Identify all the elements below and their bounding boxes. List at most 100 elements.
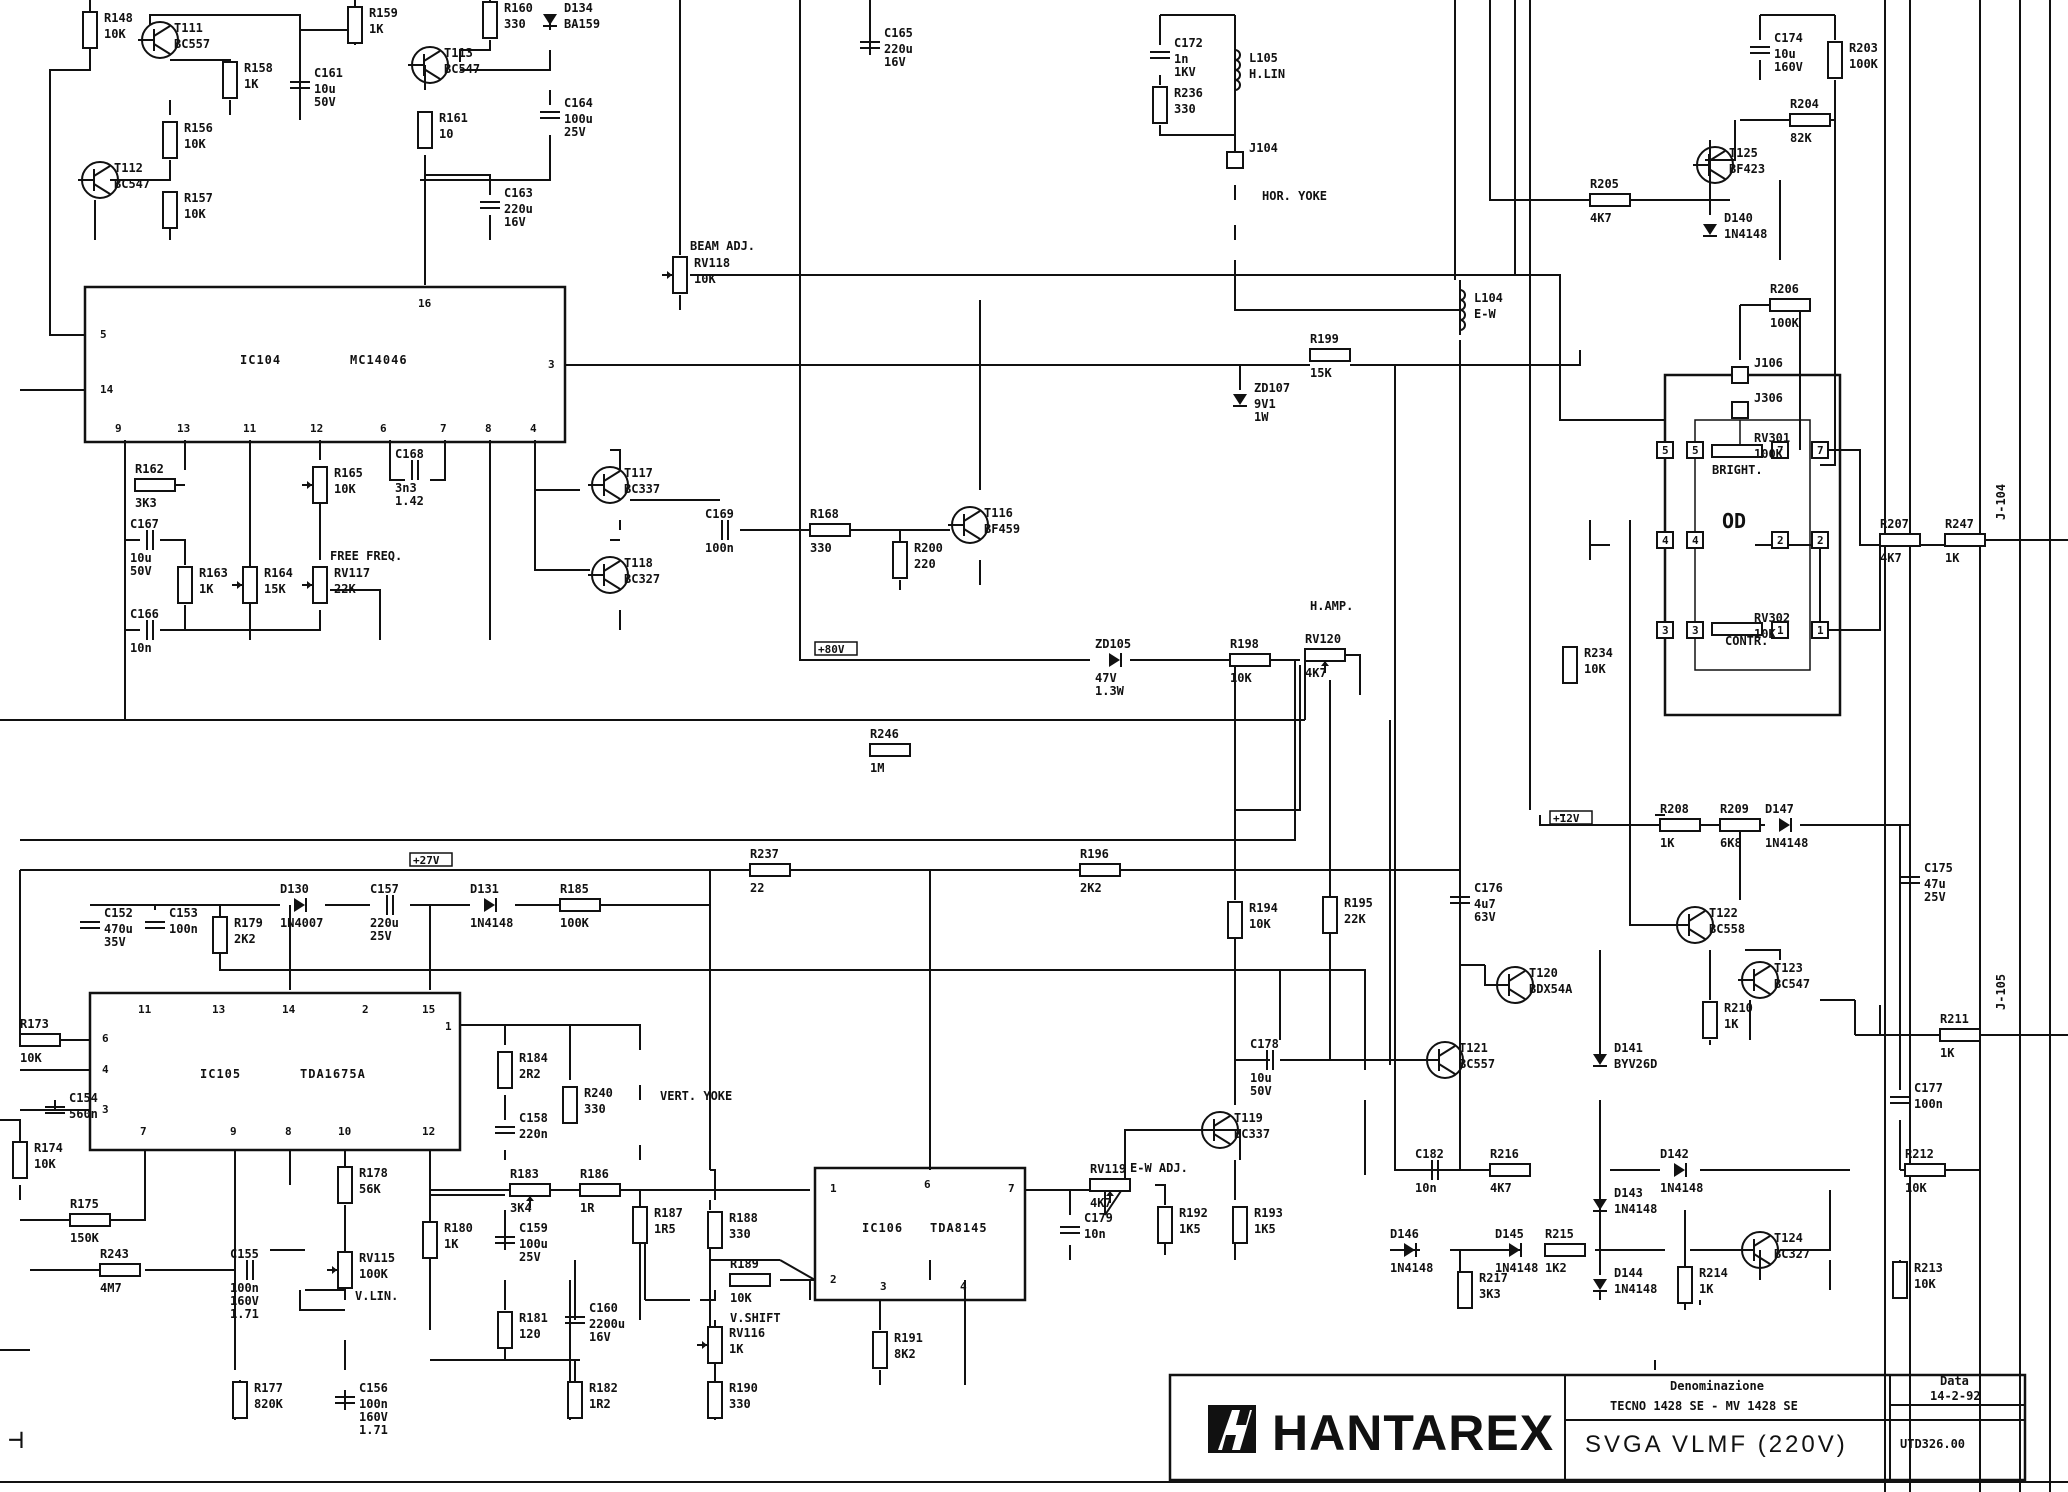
component-value: BYV26D — [1614, 1057, 1657, 1071]
ic104-pin: 7 — [440, 422, 447, 435]
date-label: Data — [1940, 1374, 1969, 1388]
component-value: 10K — [34, 1157, 56, 1171]
component-ref: C172 — [1174, 36, 1203, 50]
component-ref: R157 — [184, 191, 213, 205]
component-value: 10K — [1754, 627, 1776, 641]
component-ref: C157 — [370, 882, 399, 896]
component-ref: R156 — [184, 121, 213, 135]
component-value: 100K — [1849, 57, 1879, 71]
component-value: 2200u — [589, 1317, 625, 1331]
date-value: 14-2-92 — [1930, 1389, 1981, 1403]
component-ref: C169 — [705, 507, 734, 521]
component-ref: ZD105 — [1095, 637, 1131, 651]
component-value: 47u — [1924, 877, 1946, 891]
ic106: IC106 TDA8145 1 6 7 2 3 4 — [813, 1166, 1027, 1302]
component-ref: R199 — [1310, 332, 1339, 346]
component-ref: R211 — [1940, 1012, 1969, 1026]
ic104-pin: 3 — [548, 358, 555, 371]
ic104-pin: 13 — [177, 422, 190, 435]
component-ref: T119 — [1234, 1111, 1263, 1125]
component-value: BC547 — [114, 177, 150, 191]
ic106-pin: 6 — [924, 1178, 931, 1191]
component-value: 330 — [729, 1397, 751, 1411]
component-value: 25V — [519, 1250, 541, 1264]
component-value: 2K2 — [1080, 881, 1102, 895]
component-ref: RV301 — [1754, 431, 1790, 445]
ic104-pin: 6 — [380, 422, 387, 435]
component-value: 1N4148 — [1614, 1202, 1657, 1216]
ic105-pin: 13 — [212, 1003, 225, 1016]
component-ref: D141 — [1614, 1041, 1643, 1055]
ew-adj-label: E-W ADJ. — [1130, 1161, 1188, 1175]
component-ref: C163 — [504, 186, 533, 200]
component-value: 560n — [69, 1107, 98, 1121]
component-ref: C158 — [519, 1111, 548, 1125]
component-ref: R159 — [369, 6, 398, 20]
component-value: 10K — [104, 27, 126, 41]
component-value: H.LIN — [1249, 67, 1285, 81]
component-value: 1K5 — [1179, 1222, 1201, 1236]
connector-pin-label: 7 — [1777, 444, 1784, 457]
rail-12v: +12V — [1553, 812, 1580, 825]
component-ref: C154 — [69, 1091, 98, 1105]
component-ref: D145 — [1495, 1227, 1524, 1241]
component-value: 10n — [1415, 1181, 1437, 1195]
component-ref: R234 — [1584, 646, 1613, 660]
component-value: BC557 — [174, 37, 210, 51]
component-ref: R163 — [199, 566, 228, 580]
component-ref: R236 — [1174, 86, 1203, 100]
component-value: 15K — [1310, 366, 1332, 380]
component-value: 10K — [1905, 1181, 1927, 1195]
component-ref: RV117 — [334, 566, 370, 580]
component-value: 2K2 — [234, 932, 256, 946]
component-value: 15K — [264, 582, 286, 596]
component-value: 820K — [254, 1397, 284, 1411]
component-ref: R247 — [1945, 517, 1974, 531]
component-value: 220 — [914, 557, 936, 571]
component-value: 4u7 — [1474, 897, 1496, 911]
component-value: 6K8 — [1720, 836, 1742, 850]
component-value: 50V — [130, 564, 152, 578]
component-ref: J106 — [1754, 356, 1783, 370]
component-r199: R199 15K — [1309, 332, 1351, 380]
model-names: TECNO 1428 SE - MV 1428 SE — [1610, 1399, 1798, 1413]
component-value: 1K — [1660, 836, 1675, 850]
component-value: 10K — [20, 1051, 42, 1065]
component-j306: J306 — [1731, 391, 1783, 419]
connector-pin: 4 — [1686, 531, 1704, 549]
component-value: 1R5 — [654, 1222, 676, 1236]
component-ref: T124 — [1774, 1231, 1803, 1245]
component-ref: R216 — [1490, 1147, 1519, 1161]
connector-pin-label: 2 — [1777, 534, 1784, 547]
component-value: 100K — [1770, 316, 1800, 330]
ic106-pin: 1 — [830, 1182, 837, 1195]
component-value: 1R — [580, 1201, 595, 1215]
component-value: 56K — [359, 1182, 381, 1196]
v-lin-label: V.LIN. — [355, 1289, 398, 1303]
